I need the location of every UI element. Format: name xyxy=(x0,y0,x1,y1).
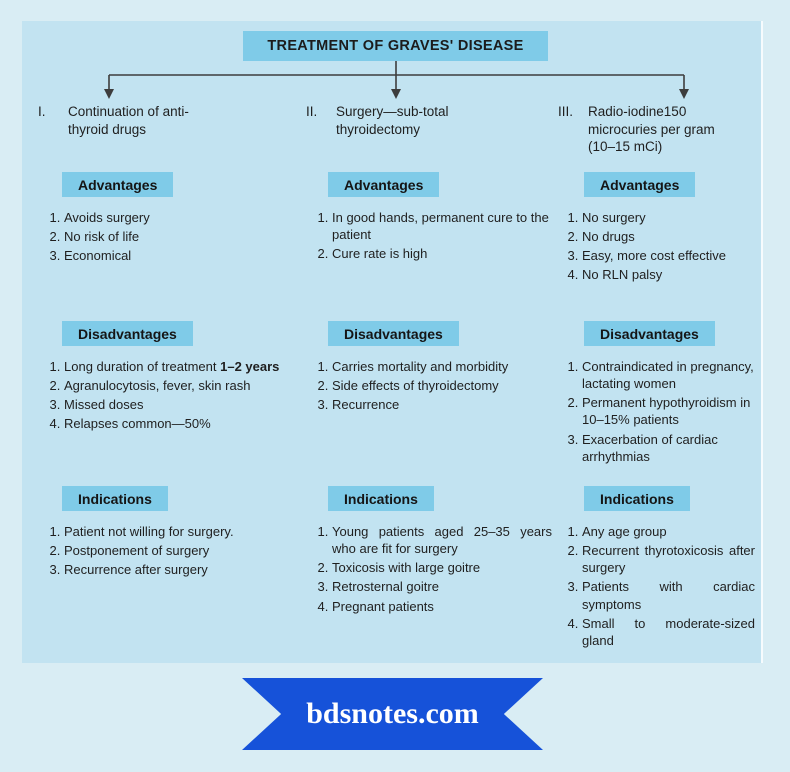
list-item: Recurrent thyrotoxicosis after surgery xyxy=(582,542,755,576)
indications-list-2: Young patients aged 25–35 years who are … xyxy=(306,523,558,615)
option-heading-1: I. Continuation of anti-thyroid drugs xyxy=(38,99,306,172)
advantages-header-3: Advantages xyxy=(584,172,696,197)
disadvantages-list-3: Contraindicated in pregnancy, lactating … xyxy=(558,358,755,465)
disadvantages-header-3: Disadvantages xyxy=(584,321,715,346)
list-item: Toxicosis with large goitre xyxy=(332,559,552,576)
advantages-list-3: No surgery No drugs Easy, more cost effe… xyxy=(558,209,755,284)
list-item: Retrosternal goitre xyxy=(332,578,552,595)
option-numeral: II. xyxy=(306,104,318,119)
option-heading-2: II. Surgery—sub-total thyroidectomy xyxy=(306,99,558,172)
list-item: Long duration of treatment 1–2 years xyxy=(64,358,300,375)
advantages-header-1: Advantages xyxy=(62,172,174,197)
arrowhead-icon xyxy=(104,89,689,99)
list-item: Recurrence xyxy=(332,396,552,413)
advantages-list-2: In good hands, permanent cure to the pat… xyxy=(306,209,558,262)
disadvantages-header-2: Disadvantages xyxy=(328,321,459,346)
list-item: Small to moderate-sized gland xyxy=(582,615,755,649)
list-item: Patients with cardiac symptoms xyxy=(582,578,755,612)
title-row: TREATMENT OF GRAVES' DISEASE xyxy=(38,31,753,61)
list-item: Contraindicated in pregnancy, lactating … xyxy=(582,358,755,392)
indications-header-1: Indications xyxy=(62,486,168,511)
treatment-columns: I. Continuation of anti-thyroid drugs II… xyxy=(38,99,755,651)
indications-list-1: Patient not willing for surgery. Postpon… xyxy=(38,523,306,578)
option-heading-3: III. Radio-iodine150 microcuries per gra… xyxy=(558,99,755,172)
option-label: Surgery—sub-total thyroidectomy xyxy=(336,104,449,137)
list-item: Economical xyxy=(64,247,300,264)
disadvantages-header-1: Disadvantages xyxy=(62,321,193,346)
list-item: Cure rate is high xyxy=(332,245,552,262)
option-numeral: I. xyxy=(38,104,46,119)
list-item: No surgery xyxy=(582,209,755,226)
list-item: Avoids surgery xyxy=(64,209,300,226)
watermark-ribbon: bdsnotes.com xyxy=(242,678,543,750)
list-item: Permanent hypothyroidism in 10–15% patie… xyxy=(582,394,755,428)
list-item: In good hands, permanent cure to the pat… xyxy=(332,209,552,243)
list-item: Relapses common—50% xyxy=(64,415,300,432)
option-label: Radio-iodine150 microcuries per gram (10… xyxy=(588,104,715,155)
list-item: Young patients aged 25–35 years who are … xyxy=(332,523,552,557)
advantages-list-1: Avoids surgery No risk of life Economica… xyxy=(38,209,306,264)
indications-header-2: Indications xyxy=(328,486,434,511)
list-item: Easy, more cost effective xyxy=(582,247,755,264)
indications-header-3: Indications xyxy=(584,486,690,511)
disadvantages-list-1: Long duration of treatment 1–2 years Agr… xyxy=(38,358,306,433)
list-item: Pregnant patients xyxy=(332,598,552,615)
list-item: Exacerbation of cardiac arrhythmias xyxy=(582,431,755,465)
list-item: Agranulocytosis, fever, skin rash xyxy=(64,377,300,394)
list-item: No drugs xyxy=(582,228,755,245)
list-item: Recurrence after surgery xyxy=(64,561,300,578)
option-numeral: III. xyxy=(558,104,574,119)
diagram-panel: TREATMENT OF GRAVES' DISEASE I. Continua… xyxy=(22,21,763,663)
list-item: Missed doses xyxy=(64,396,300,413)
list-item: Side effects of thyroidectomy xyxy=(332,377,552,394)
list-item: No risk of life xyxy=(64,228,300,245)
list-item: Carries mortality and morbidity xyxy=(332,358,552,375)
indications-list-3: Any age group Recurrent thyrotoxicosis a… xyxy=(558,523,755,649)
list-item: Patient not willing for surgery. xyxy=(64,523,300,540)
list-item: Postponement of surgery xyxy=(64,542,300,559)
branch-connector-lines xyxy=(104,61,689,99)
advantages-header-2: Advantages xyxy=(328,172,440,197)
list-item: No RLN palsy xyxy=(582,266,755,283)
option-label: Continuation of anti-thyroid drugs xyxy=(68,104,189,137)
disadvantages-list-2: Carries mortality and morbidity Side eff… xyxy=(306,358,558,413)
diagram-title: TREATMENT OF GRAVES' DISEASE xyxy=(243,31,548,61)
list-item: Any age group xyxy=(582,523,755,540)
watermark-text: bdsnotes.com xyxy=(306,697,479,730)
